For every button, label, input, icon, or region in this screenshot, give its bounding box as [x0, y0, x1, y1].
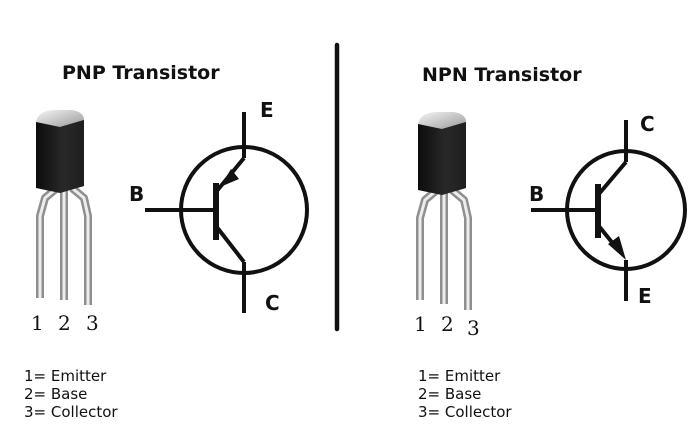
- npn-label-collector: C: [640, 112, 655, 136]
- pnp-label-base: B: [129, 182, 144, 206]
- pnp-label-collector: C: [265, 291, 280, 315]
- pnp-emitter-arrow: [220, 169, 239, 187]
- npn-legend-item-3: 3= Collector: [418, 403, 512, 421]
- npn-title: NPN Transistor: [422, 64, 582, 86]
- npn-pin-legend: 1= Emitter 2= Base 3= Collector: [418, 367, 512, 421]
- pnp-symbol: [145, 112, 309, 313]
- npn-pin-2: 2: [441, 312, 454, 336]
- npn-symbol: [531, 120, 687, 301]
- pnp-pin-1: 1: [31, 311, 44, 335]
- pnp-title: PNP Transistor: [62, 62, 220, 84]
- pnp-legend-item-3: 3= Collector: [24, 403, 118, 421]
- pnp-legend-item-2: 2= Base: [24, 385, 88, 403]
- pnp-transistor-package: [36, 110, 92, 305]
- npn-legend-item-2: 2= Base: [418, 385, 482, 403]
- npn-emitter-arrow: [608, 236, 626, 260]
- npn-transistor-package: [416, 112, 472, 310]
- pnp-pin-2: 2: [58, 311, 71, 335]
- pnp-pin-legend: 1= Emitter 2= Base 3= Collector: [24, 367, 118, 421]
- npn-collector-diagonal: [596, 160, 628, 197]
- npn-pin-1: 1: [414, 312, 427, 336]
- pnp-legend-item-1: 1= Emitter: [24, 367, 107, 385]
- npn-legend-item-1: 1= Emitter: [418, 367, 501, 385]
- npn-label-emitter: E: [638, 284, 652, 308]
- npn-label-base: B: [529, 182, 544, 206]
- pnp-label-emitter: E: [260, 98, 274, 122]
- npn-pin-3: 3: [467, 316, 480, 340]
- pnp-collector-diagonal: [214, 224, 246, 264]
- pnp-pin-3: 3: [86, 311, 99, 335]
